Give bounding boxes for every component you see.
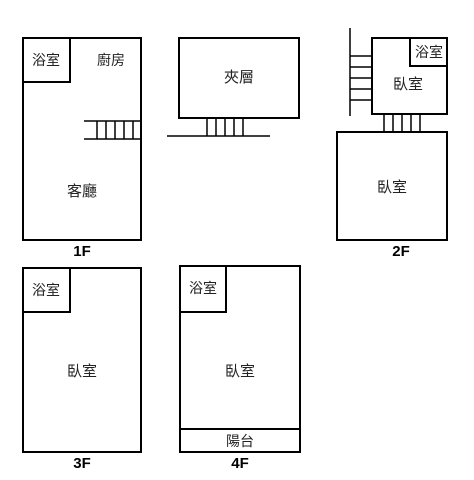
- mezzanine-stairs: [167, 118, 270, 137]
- floor-3f-title: 3F: [73, 455, 91, 472]
- floor-2f-connecting-stairs: [383, 114, 421, 132]
- floor-3f-bedroom-label: 臥室: [67, 362, 97, 380]
- mezzanine-plan: 夾層: [167, 37, 300, 137]
- floor-4f-plan: 浴室 臥室 陽台 4F: [179, 265, 301, 472]
- floor-3f-bathroom: [22, 267, 71, 313]
- mezzanine-label: 夾層: [224, 68, 254, 86]
- floor-1f-plan: 浴室 廚房 客廳 1F: [22, 37, 142, 260]
- floor-1f-title: 1F: [73, 243, 91, 260]
- floor-1f-living-label: 客廳: [67, 182, 97, 200]
- floor-2f-lower-bedroom-label: 臥室: [377, 178, 407, 196]
- floor-2f-bath-label: 浴室: [415, 44, 443, 61]
- floor-1f-bathroom: [22, 37, 71, 83]
- floor-3f-outline: [22, 267, 142, 453]
- floor-4f-bedroom-label: 臥室: [225, 362, 255, 380]
- floor-4f-outline: [179, 265, 301, 453]
- floor-4f-title: 4F: [231, 455, 249, 472]
- floor-4f-bath-label: 浴室: [189, 280, 217, 297]
- floor-4f-bathroom: [179, 265, 227, 313]
- floor-1f-stairs: [84, 120, 141, 140]
- floor-4f-balcony-label: 陽台: [226, 434, 254, 450]
- floor-2f-plan: 浴室 臥室 臥室 2F: [336, 28, 448, 260]
- floor-2f-side-stairs: [349, 28, 372, 116]
- floor-3f-plan: 浴室 臥室 3F: [22, 267, 142, 472]
- floor-2f-bathroom: [409, 37, 448, 67]
- floor-1f-kitchen-label: 廚房: [97, 52, 125, 69]
- floor-2f-lower-room: [336, 131, 448, 241]
- floor-2f-title: 2F: [392, 243, 410, 260]
- floor-3f-bath-label: 浴室: [32, 282, 60, 299]
- mezzanine-outline: [178, 37, 300, 119]
- floor-1f-bath-label: 浴室: [32, 52, 60, 69]
- floor-2f-upper-bedroom-label: 臥室: [393, 75, 423, 93]
